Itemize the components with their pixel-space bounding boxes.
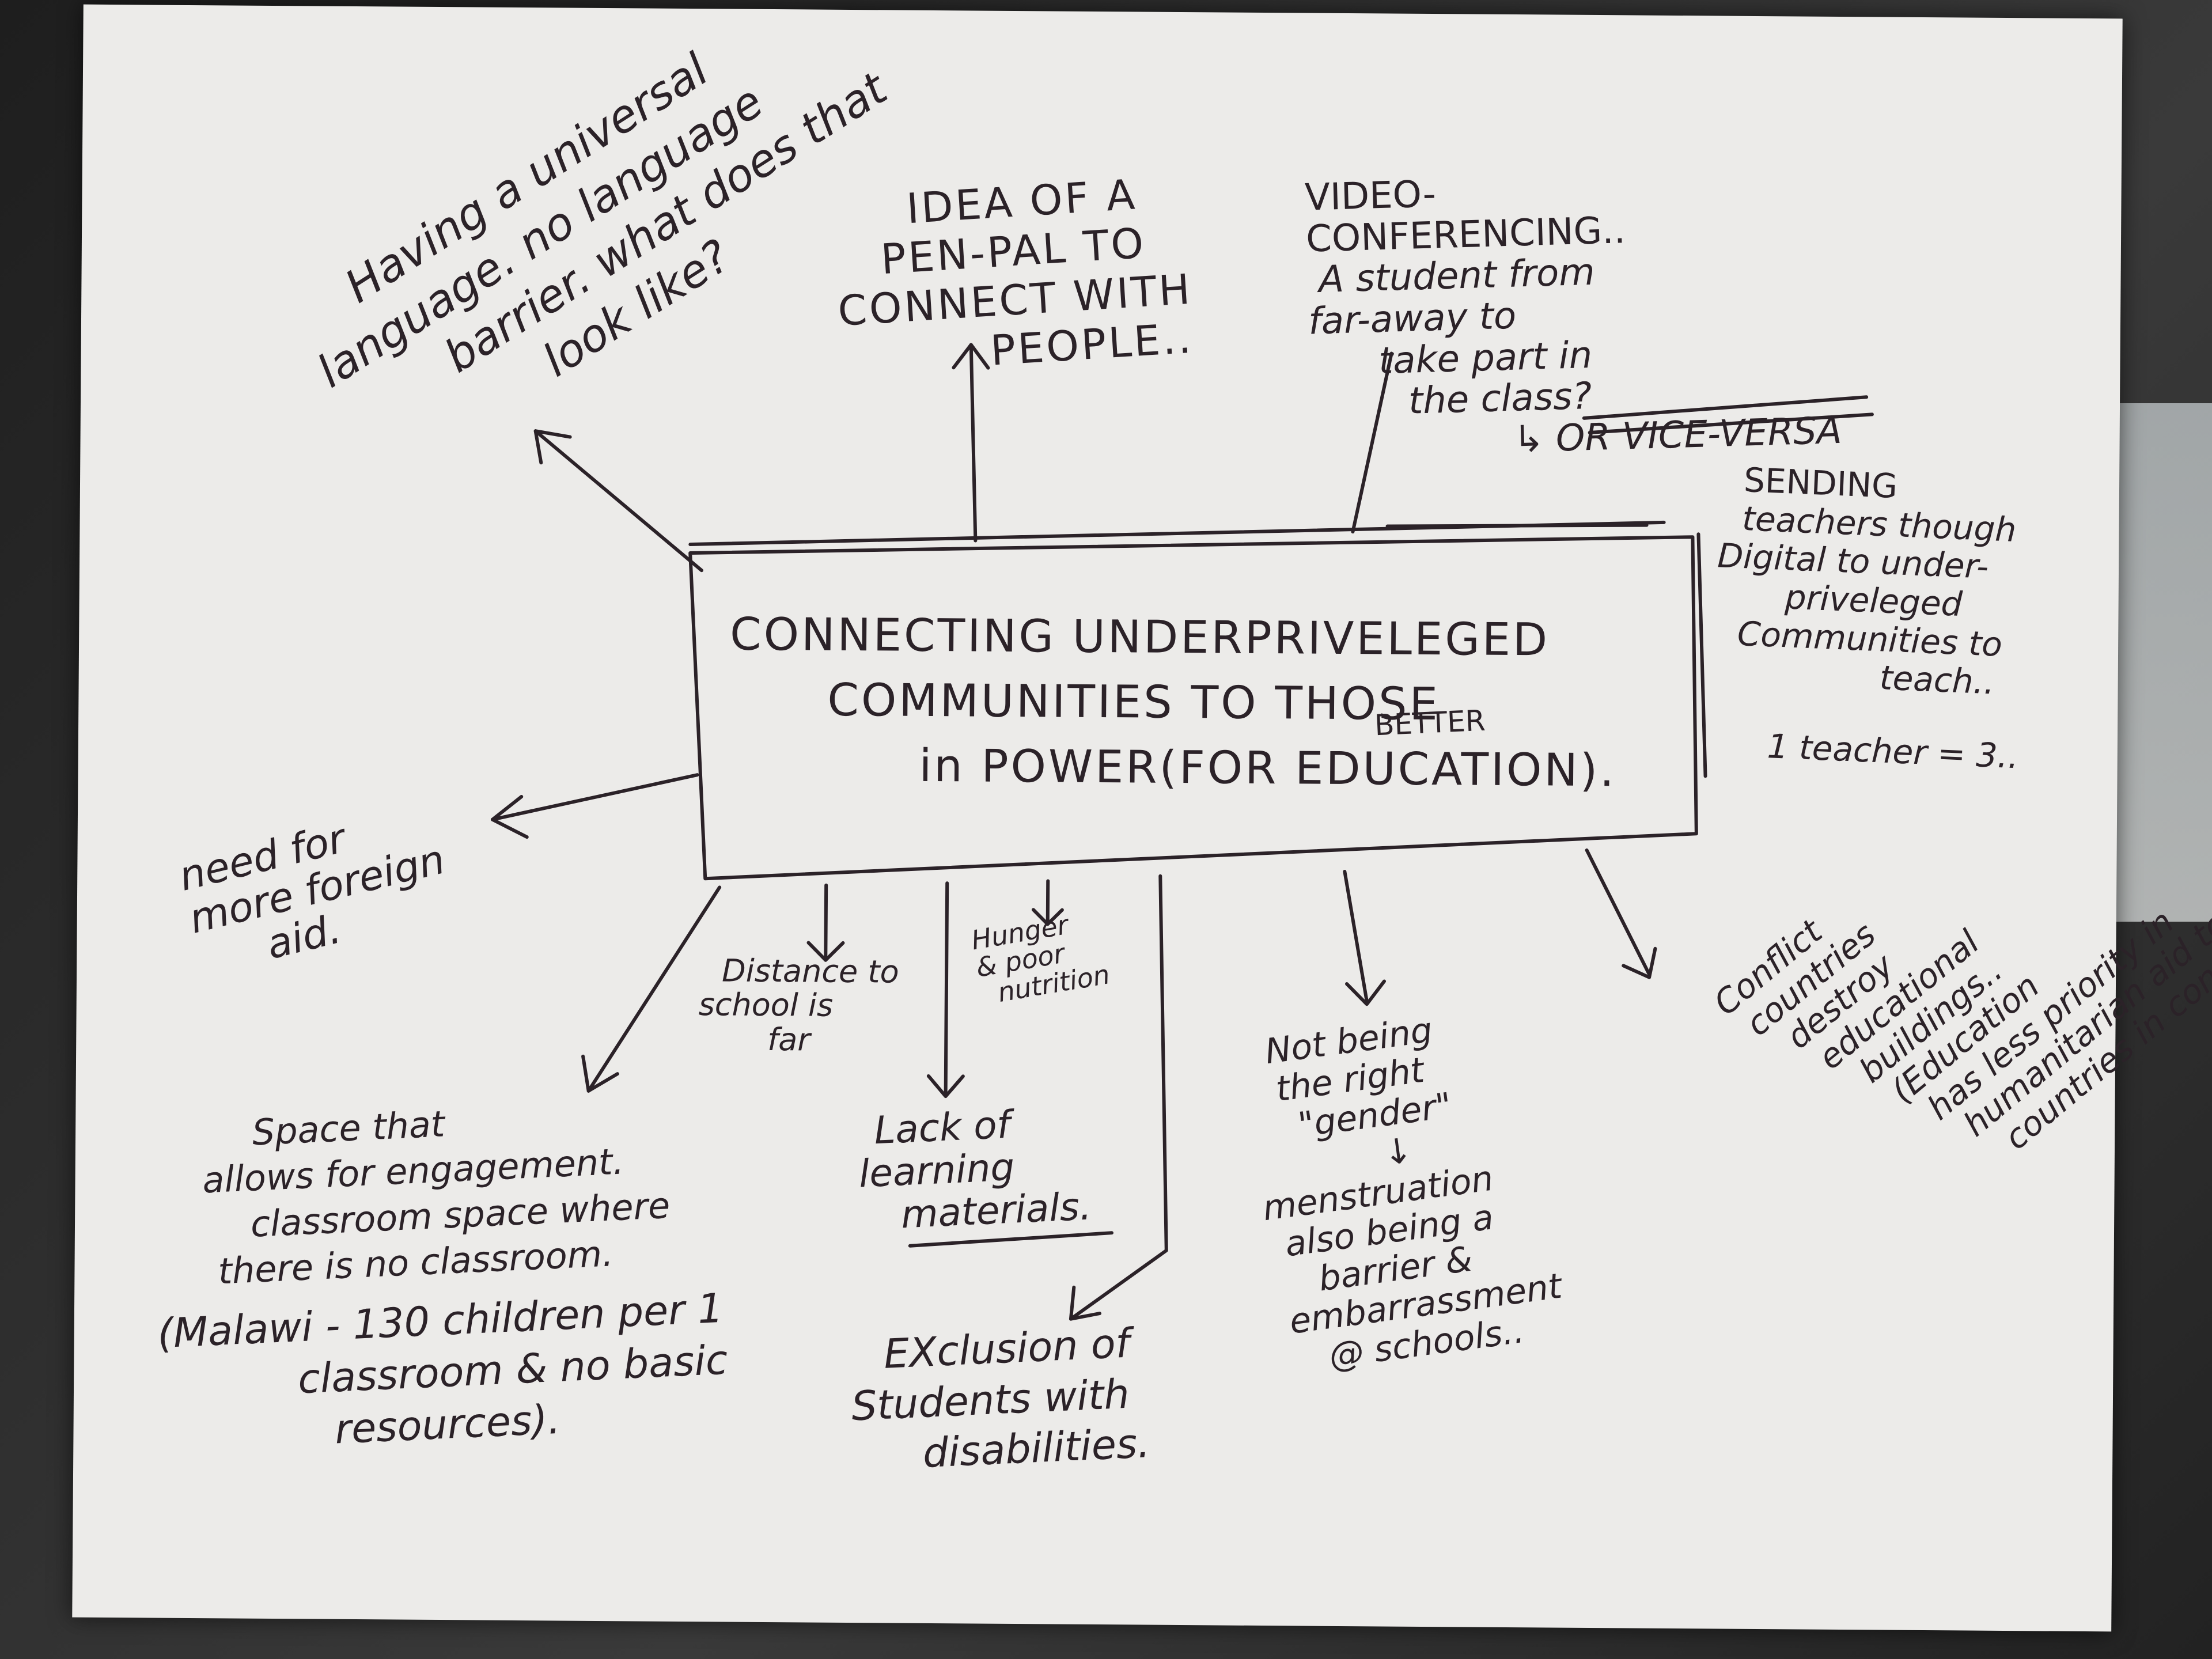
center-insert-better: BETTER bbox=[1373, 703, 1486, 743]
note-lack-of-materials: Lack of learning materials. bbox=[858, 1102, 1093, 1237]
center-line-3: in POWER(FOR EDUCATION). bbox=[919, 740, 1617, 797]
arrow-to-universal-language bbox=[533, 429, 703, 573]
line-to-sending-teachers bbox=[1385, 523, 1649, 528]
note-sending-teachers: SENDING teachers though Digital to under… bbox=[1717, 460, 2020, 777]
line-to-video-conferencing bbox=[1351, 351, 1393, 534]
note-video-conferencing: VIDEO- CONFERENCING.. A student from far… bbox=[1304, 173, 1843, 461]
center-topic: CONNECTING UNDERPRIVELEGED COMMUNITIES T… bbox=[729, 603, 1618, 804]
note-gender: Not being the right "gender" ↓ menstruat… bbox=[1260, 1010, 1565, 1376]
mind-map-connectors bbox=[490, 343, 1874, 1321]
note-pen-pal: IDEA OF A PEN-PAL TO CONNECT WITH PEOPLE… bbox=[836, 170, 1195, 375]
note-distance-to-school: Distance to school is far bbox=[698, 952, 899, 1058]
arrow-to-distance bbox=[824, 883, 828, 962]
note-classroom-space: Space that allows for engagement. classr… bbox=[156, 1103, 729, 1453]
center-line-2: COMMUNITIES TO THOSE bbox=[827, 674, 1441, 731]
mind-map-paper: CONNECTING UNDERPRIVELEGED COMMUNITIES T… bbox=[72, 4, 2212, 1632]
note-exclusion: EXclusion of Students with disabilities. bbox=[850, 1319, 1152, 1477]
arrow-to-conflict bbox=[1585, 848, 1652, 976]
center-line-1: CONNECTING UNDERPRIVELEGED bbox=[729, 608, 1550, 666]
arrow-to-foreign-aid bbox=[490, 773, 699, 821]
center-box bbox=[688, 535, 1698, 881]
arrow-to-lack-of-materials bbox=[944, 881, 949, 1096]
arrow-to-pen-pal bbox=[969, 343, 978, 543]
arrow-to-exclusion bbox=[1069, 874, 1168, 1321]
arrow-to-space bbox=[586, 885, 722, 1093]
arrow-to-gender bbox=[1343, 869, 1369, 1003]
